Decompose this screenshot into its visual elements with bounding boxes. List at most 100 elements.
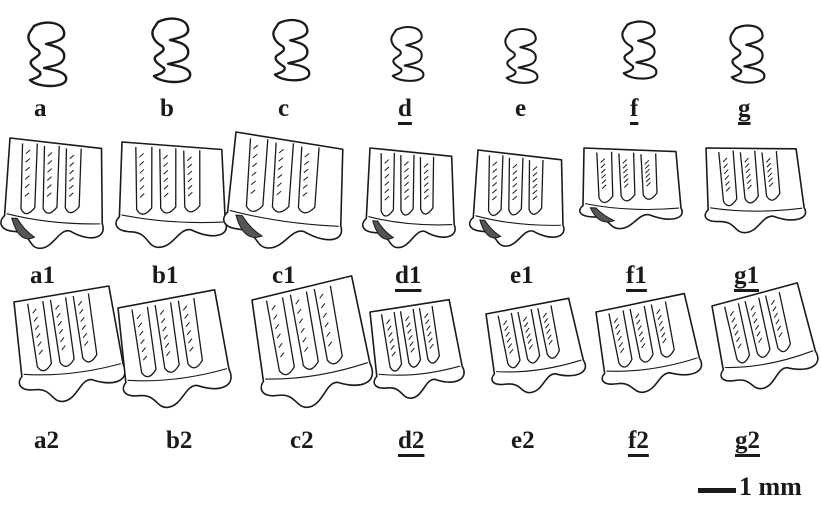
medial-e-hatch <box>528 344 534 350</box>
lateral-e-hatch <box>532 172 538 177</box>
lateral-e-hatch <box>512 170 518 175</box>
lateral-b-cement-line <box>121 214 224 224</box>
medial-c-hatch <box>280 352 285 358</box>
occlusal-outline-b <box>151 17 192 84</box>
occlusal-outline-f <box>621 20 658 80</box>
lateral-g-cement-line <box>710 207 803 212</box>
lateral-c-hatch <box>252 162 258 168</box>
medial-e-hatch <box>503 320 508 326</box>
lateral-c-outline <box>222 131 344 249</box>
lateral-g-hatch <box>723 169 729 175</box>
lateral-a-hatch <box>47 152 53 157</box>
label-b1: b1 <box>152 262 179 289</box>
medial-c-hatch <box>276 333 281 339</box>
lateral-f-hatch <box>601 179 607 184</box>
lateral-view-b <box>115 141 228 249</box>
medial-a-hatch <box>56 312 61 318</box>
medial-c-hatch <box>298 318 304 324</box>
lateral-b-hatch <box>139 185 145 190</box>
medial-f-hatch <box>620 347 625 354</box>
occlusal-path-g <box>729 24 766 84</box>
medial-d-hatch <box>407 328 412 334</box>
medial-c-hatch <box>304 346 309 352</box>
medial-c-loph-3 <box>313 285 343 365</box>
medial-a-hatch <box>38 349 43 355</box>
lateral-a-hatch <box>46 192 52 197</box>
medial-a-loph-3 <box>72 293 98 363</box>
lateral-e-cement-line <box>475 215 561 226</box>
medial-c-hatch <box>297 308 302 314</box>
lateral-a-loph-3 <box>64 148 82 214</box>
lateral-c-hatch <box>276 182 282 187</box>
scale-label: 1 mm <box>739 472 802 501</box>
medial-e-hatch <box>545 323 550 329</box>
medial-a-hatch <box>61 345 66 351</box>
occlusal-path-d <box>390 26 425 82</box>
lateral-e-hatch <box>512 163 518 169</box>
medial-c-hatch <box>295 299 300 305</box>
lateral-a-hatch <box>47 160 53 165</box>
lateral-g-loph-1 <box>718 150 738 207</box>
lateral-c-hatch <box>277 174 283 179</box>
medial-f-cement-line <box>606 357 698 372</box>
occlusal-path-b <box>151 17 192 84</box>
medial-e-loph-2 <box>517 309 541 364</box>
medial-f-hatch <box>617 335 622 342</box>
lateral-f-outline <box>578 147 683 230</box>
lateral-b-hatch <box>163 192 169 198</box>
medial-view-c <box>251 275 374 409</box>
medial-a-loph-2 <box>49 297 75 367</box>
lateral-f-hatch <box>644 164 650 170</box>
lateral-b-hatch <box>163 177 169 183</box>
lateral-b-hatch <box>139 177 145 182</box>
medial-c-hatch <box>324 322 329 328</box>
lateral-f-hatch <box>601 184 607 190</box>
medial-f-hatch <box>616 329 621 336</box>
lateral-a-hatch <box>68 192 74 197</box>
medial-a-loph-1 <box>27 301 53 372</box>
medial-f-hatch <box>615 323 620 330</box>
lateral-b-hatch <box>163 169 169 175</box>
label-c1: c1 <box>272 262 296 289</box>
medial-g-hatch <box>734 330 739 336</box>
medial-e-hatch <box>542 312 547 318</box>
medial-a-hatch <box>37 341 42 347</box>
medial-c-cement-line <box>265 362 369 380</box>
medial-f-hatch <box>662 338 667 344</box>
medial-g-loph-3 <box>764 292 792 353</box>
medial-b-hatch <box>162 326 167 332</box>
medial-a-hatch <box>34 324 40 330</box>
medial-g-hatch <box>751 311 756 318</box>
lateral-d-hatch <box>404 174 409 180</box>
medial-b-hatch <box>159 309 165 315</box>
medial-d-hatch <box>409 341 414 347</box>
lateral-b-hatch <box>187 156 192 162</box>
lateral-g-hatch <box>767 167 772 173</box>
lateral-f-loph-1 <box>596 151 614 204</box>
medial-f-loph-1 <box>608 310 633 368</box>
medial-a-hatch <box>81 324 86 330</box>
lateral-d-hatch <box>384 195 390 201</box>
medial-view-a <box>13 285 126 403</box>
medial-f-hatch <box>657 314 662 320</box>
medial-e-loph-1 <box>497 312 521 369</box>
medial-b-cement-line <box>127 368 228 382</box>
medial-c-hatch <box>321 303 326 309</box>
lateral-f-hatch <box>623 183 629 188</box>
lateral-g-hatch <box>725 180 730 186</box>
label-f: f <box>630 95 639 122</box>
lateral-e-hatch <box>492 168 498 173</box>
lateral-f-hatch <box>600 158 606 163</box>
medial-c-hatch <box>273 314 278 320</box>
medial-e-cement-line <box>496 359 582 373</box>
medial-e-hatch <box>525 327 530 333</box>
medial-g-hatch <box>758 337 763 343</box>
medial-g-hatch <box>729 310 734 317</box>
medial-f-hatch <box>658 320 663 326</box>
medial-d-hatch <box>426 325 431 331</box>
lateral-a-hatch <box>47 168 53 173</box>
lateral-f-hatch <box>601 173 606 179</box>
lateral-d-hatch <box>404 188 410 194</box>
lateral-a-hatch <box>68 184 74 190</box>
medial-b-hatch <box>188 338 193 344</box>
